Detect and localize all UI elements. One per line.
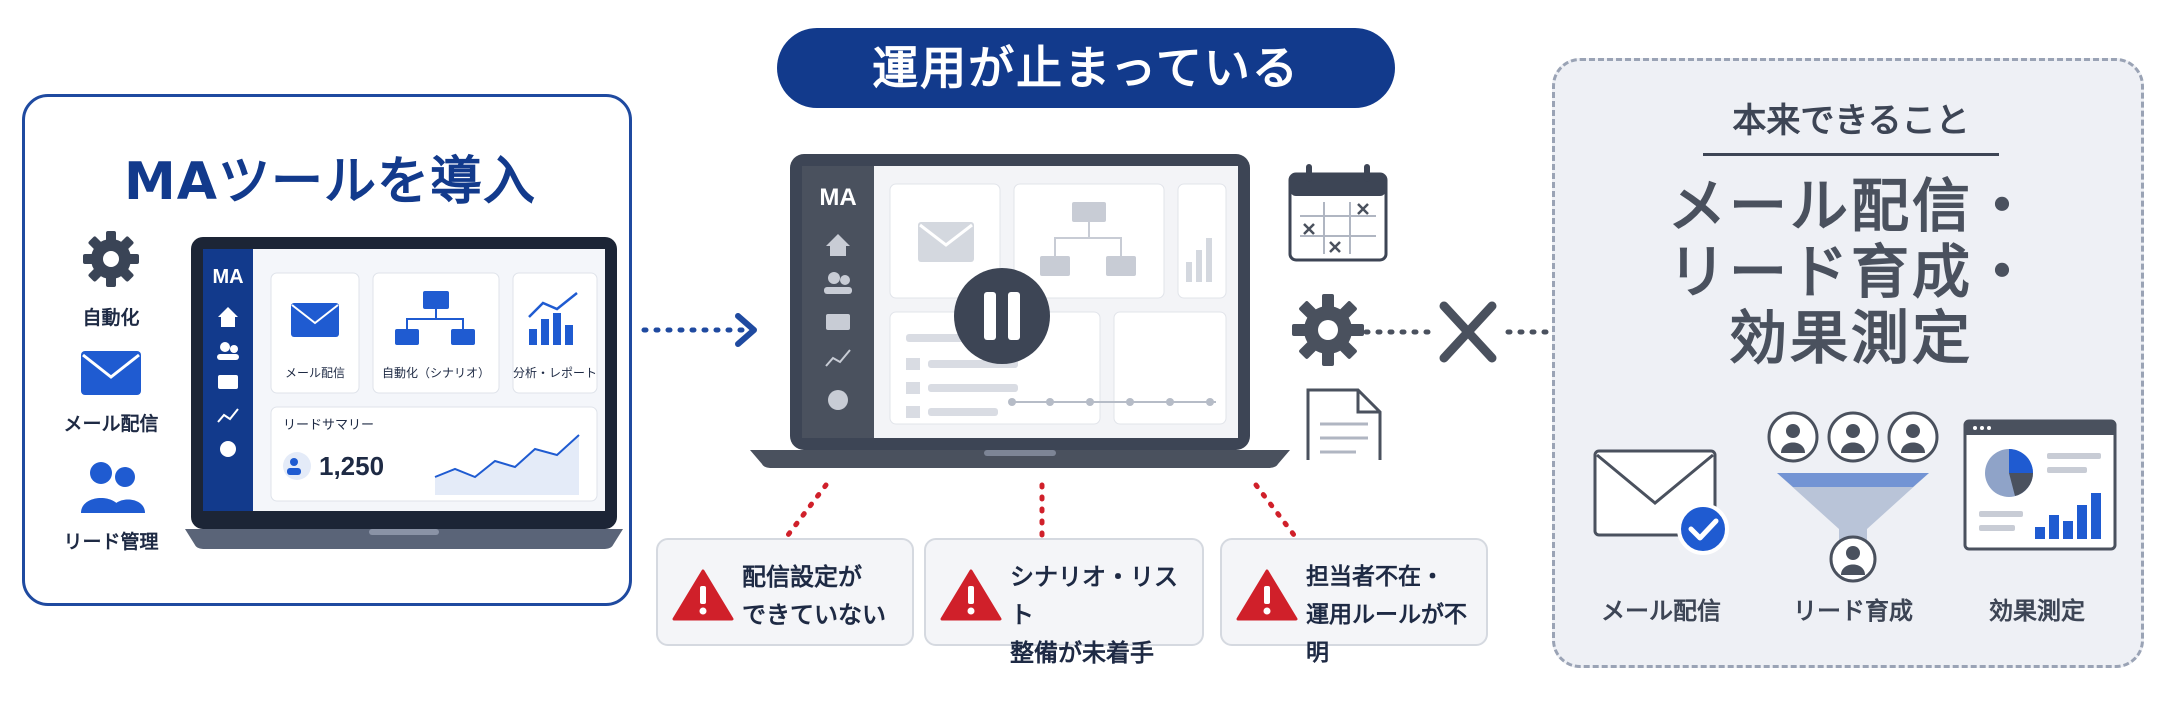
capabilities-panel: 本来できること メール配信・ リード育成・ 効果測定 (1552, 58, 2144, 668)
issue-card-delivery: 配信設定ができていない (656, 538, 914, 646)
issue-card-owner: 担当者不在・運用ルールが不明 (1220, 538, 1488, 666)
automation-label: 自動化 (82, 307, 140, 329)
status-stopped-banner: 運用が止まっている (777, 28, 1395, 108)
document-icon (1306, 388, 1382, 460)
ma-intro-panel: MAツールを導入 自動化 メール配信 (22, 94, 632, 606)
issue-scenario-line2: 整備が未着手 (1010, 639, 1154, 667)
lead-label: リード管理 (63, 531, 159, 553)
card-automation-label: 自動化（シナリオ） (382, 366, 490, 380)
issue-delivery-line2: できていない (742, 601, 886, 629)
ma-intro-title: MAツールを導入 (124, 152, 536, 212)
capability-label-analytics: 効果測定 (1989, 597, 2085, 625)
warning-icon (940, 569, 1002, 621)
paused-ma-laptop: MA (750, 154, 1290, 468)
blocked-x-icon (1439, 301, 1497, 363)
gear-icon (83, 231, 139, 287)
lead-summary-label: リードサマリー (283, 418, 374, 433)
card-email-label: メール配信 (285, 366, 345, 380)
card-analytics-label: 分析・レポート (513, 366, 597, 380)
capability-label-lead: リード育成 (1793, 597, 1913, 625)
lead-funnel-icon (1767, 411, 1939, 583)
issue-card-scenario: シナリオ・リスト整備が未着手 (924, 538, 1204, 667)
envelope-icon (81, 351, 141, 395)
issue-scenario-line1: シナリオ・リスト (1010, 563, 1178, 629)
capability-title-line: 効果測定 (1728, 304, 1973, 372)
issue-delivery-line1: 配信設定が (742, 563, 862, 591)
blocked-connector (1288, 164, 1551, 460)
paused-laptop-brand: MA (819, 184, 856, 211)
subtitle-underline (1703, 153, 1999, 156)
ma-dashboard-laptop: MA メール配信 自動化（シナリオ） 分析・レポート リードサマリー (185, 237, 623, 549)
email-check-icon (1593, 449, 1729, 555)
capabilities-title: メール配信・ リード育成・ 効果測定 (1555, 173, 2147, 371)
calendar-icon (1288, 164, 1388, 262)
sidebar-icons (217, 307, 239, 457)
issue-owner-line1: 担当者不在・ (1306, 564, 1444, 590)
flow-arrow (641, 313, 757, 347)
pause-icon (984, 292, 996, 340)
capability-title-line: リード育成・ (1667, 238, 2034, 306)
lead-feature: リード管理 (51, 459, 171, 554)
automation-feature: 自動化 (51, 227, 171, 330)
warning-icon (1236, 569, 1298, 621)
warning-icon (672, 569, 734, 621)
analytics-report-icon (1963, 419, 2117, 551)
capability-title-line: メール配信・ (1667, 172, 2034, 240)
capability-label-email: メール配信 (1601, 597, 1721, 625)
capabilities-subtitle: 本来できること (1732, 101, 1970, 141)
issue-owner-line2: 運用ルールが不明 (1306, 602, 1467, 666)
users-icon (81, 462, 145, 513)
lead-summary-value: 1,250 (319, 451, 384, 481)
issue-connectors (785, 482, 1297, 538)
email-label: メール配信 (63, 413, 159, 435)
email-feature: メール配信 (51, 349, 171, 436)
laptop-brand: MA (212, 266, 243, 288)
